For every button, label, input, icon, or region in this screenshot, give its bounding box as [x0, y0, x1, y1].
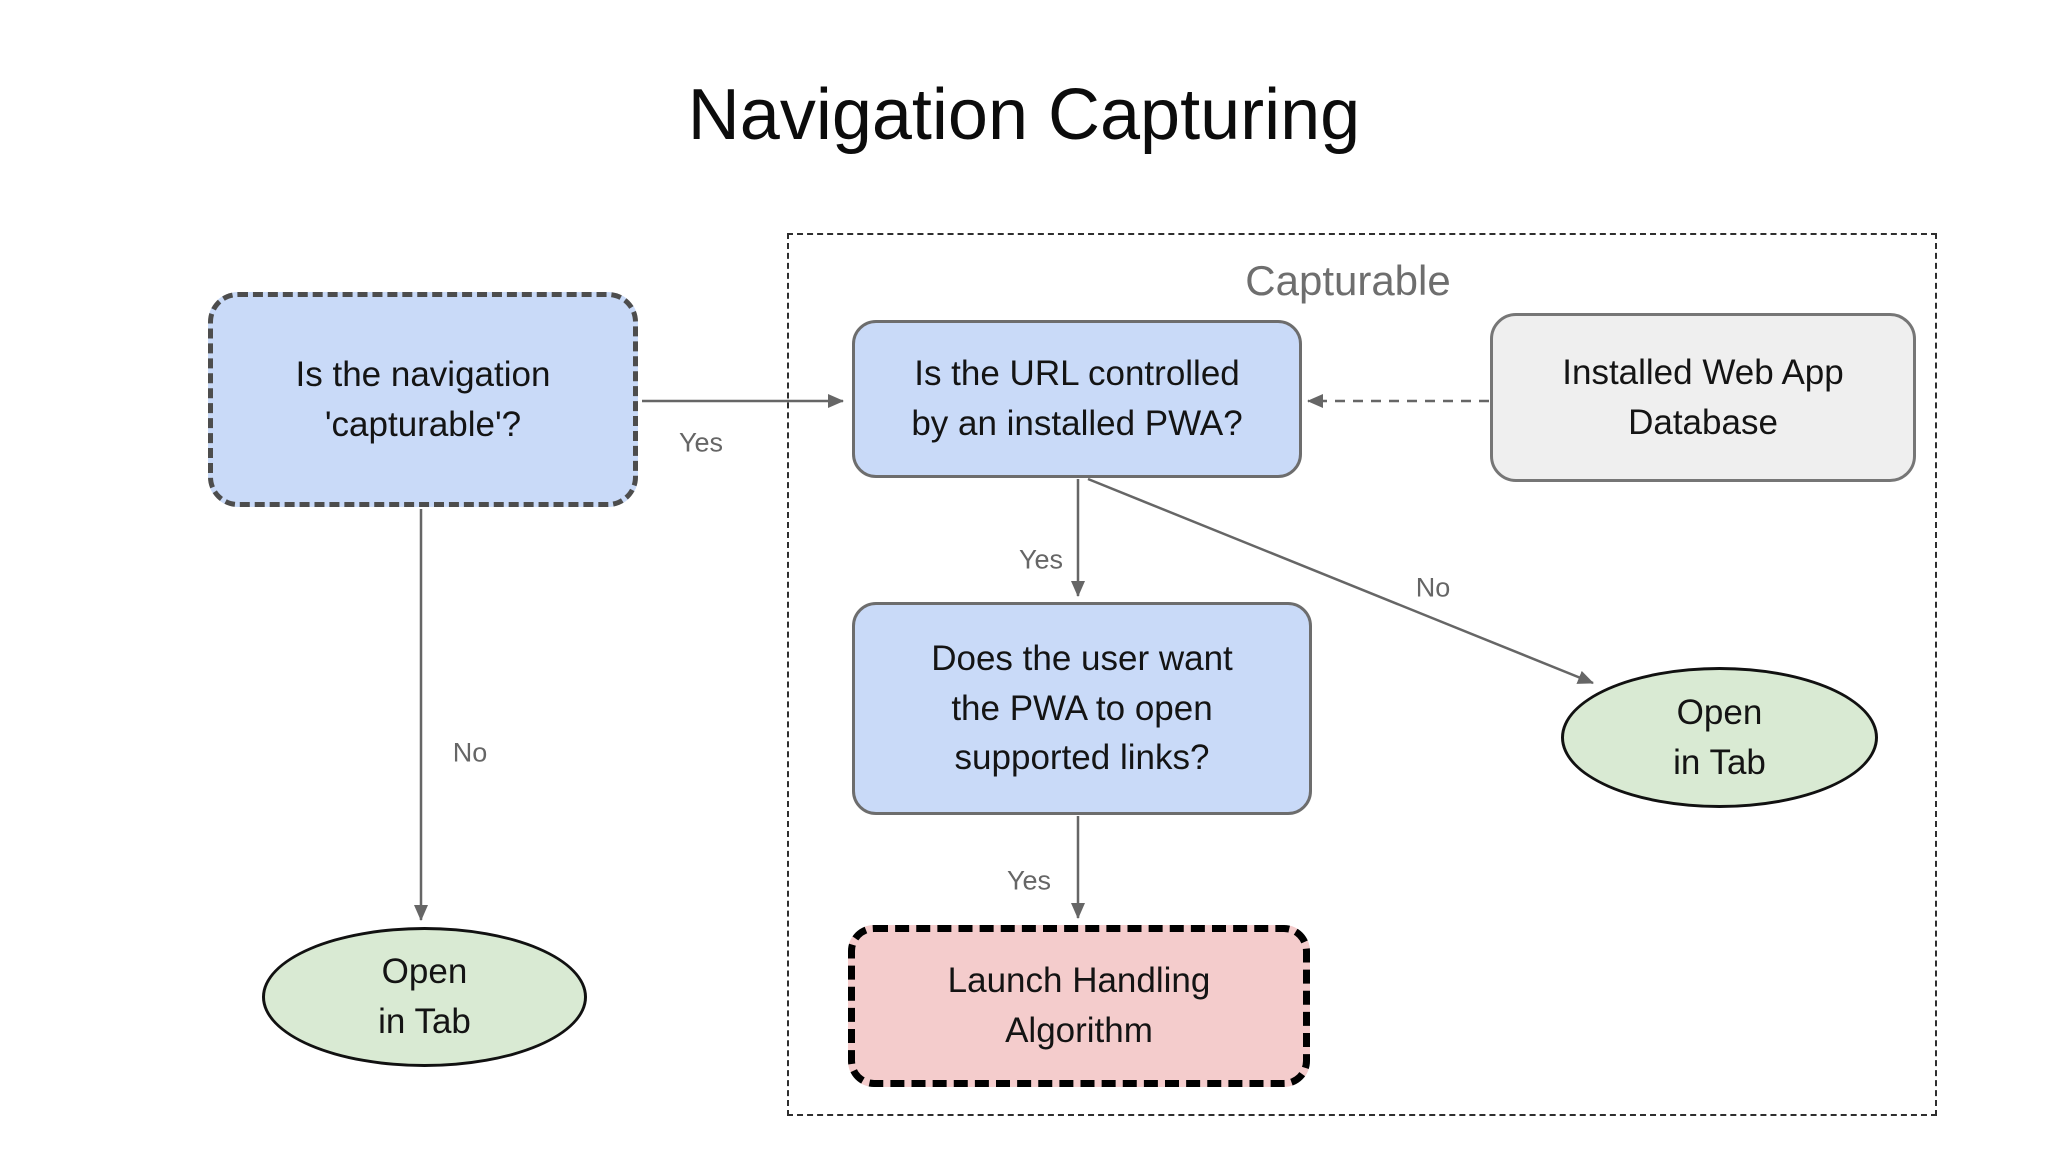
node-launch-handling-algorithm: Launch Handling Algorithm [848, 925, 1310, 1087]
node-open-in-tab-right: Open in Tab [1561, 667, 1878, 808]
node-installed-web-app-database: Installed Web App Database [1490, 313, 1916, 482]
node-open-in-tab-left: Open in Tab [262, 927, 587, 1067]
node-open-in-tab-right-label: Open in Tab [1673, 692, 1766, 782]
edge-label-links-yes: Yes [1006, 865, 1052, 896]
diagram-title: Navigation Capturing [687, 75, 1361, 155]
node-installed-web-app-database-label: Installed Web App Database [1562, 352, 1844, 442]
node-is-navigation-capturable: Is the navigation 'capturable'? [208, 292, 638, 507]
capturable-group-label: Capturable [1245, 257, 1451, 304]
node-is-url-controlled-by-pwa: Is the URL controlled by an installed PW… [852, 320, 1302, 478]
node-is-navigation-capturable-label: Is the navigation 'capturable'? [295, 354, 551, 444]
node-open-in-tab-left-label: Open in Tab [378, 952, 471, 1041]
capturable-group-boundary [787, 233, 1937, 1116]
node-does-user-want-supported-links-label: Does the user want the PWA to open suppo… [931, 638, 1233, 778]
edge-label-url-no: No [1415, 572, 1451, 603]
edge-label-url-yes: Yes [1018, 544, 1064, 575]
edge-label-nav-no: No [452, 737, 488, 768]
node-does-user-want-supported-links: Does the user want the PWA to open suppo… [852, 602, 1312, 815]
edge-label-nav-yes: Yes [678, 427, 724, 458]
node-is-url-controlled-by-pwa-label: Is the URL controlled by an installed PW… [911, 354, 1243, 443]
node-launch-handling-algorithm-label: Launch Handling Algorithm [947, 961, 1211, 1050]
